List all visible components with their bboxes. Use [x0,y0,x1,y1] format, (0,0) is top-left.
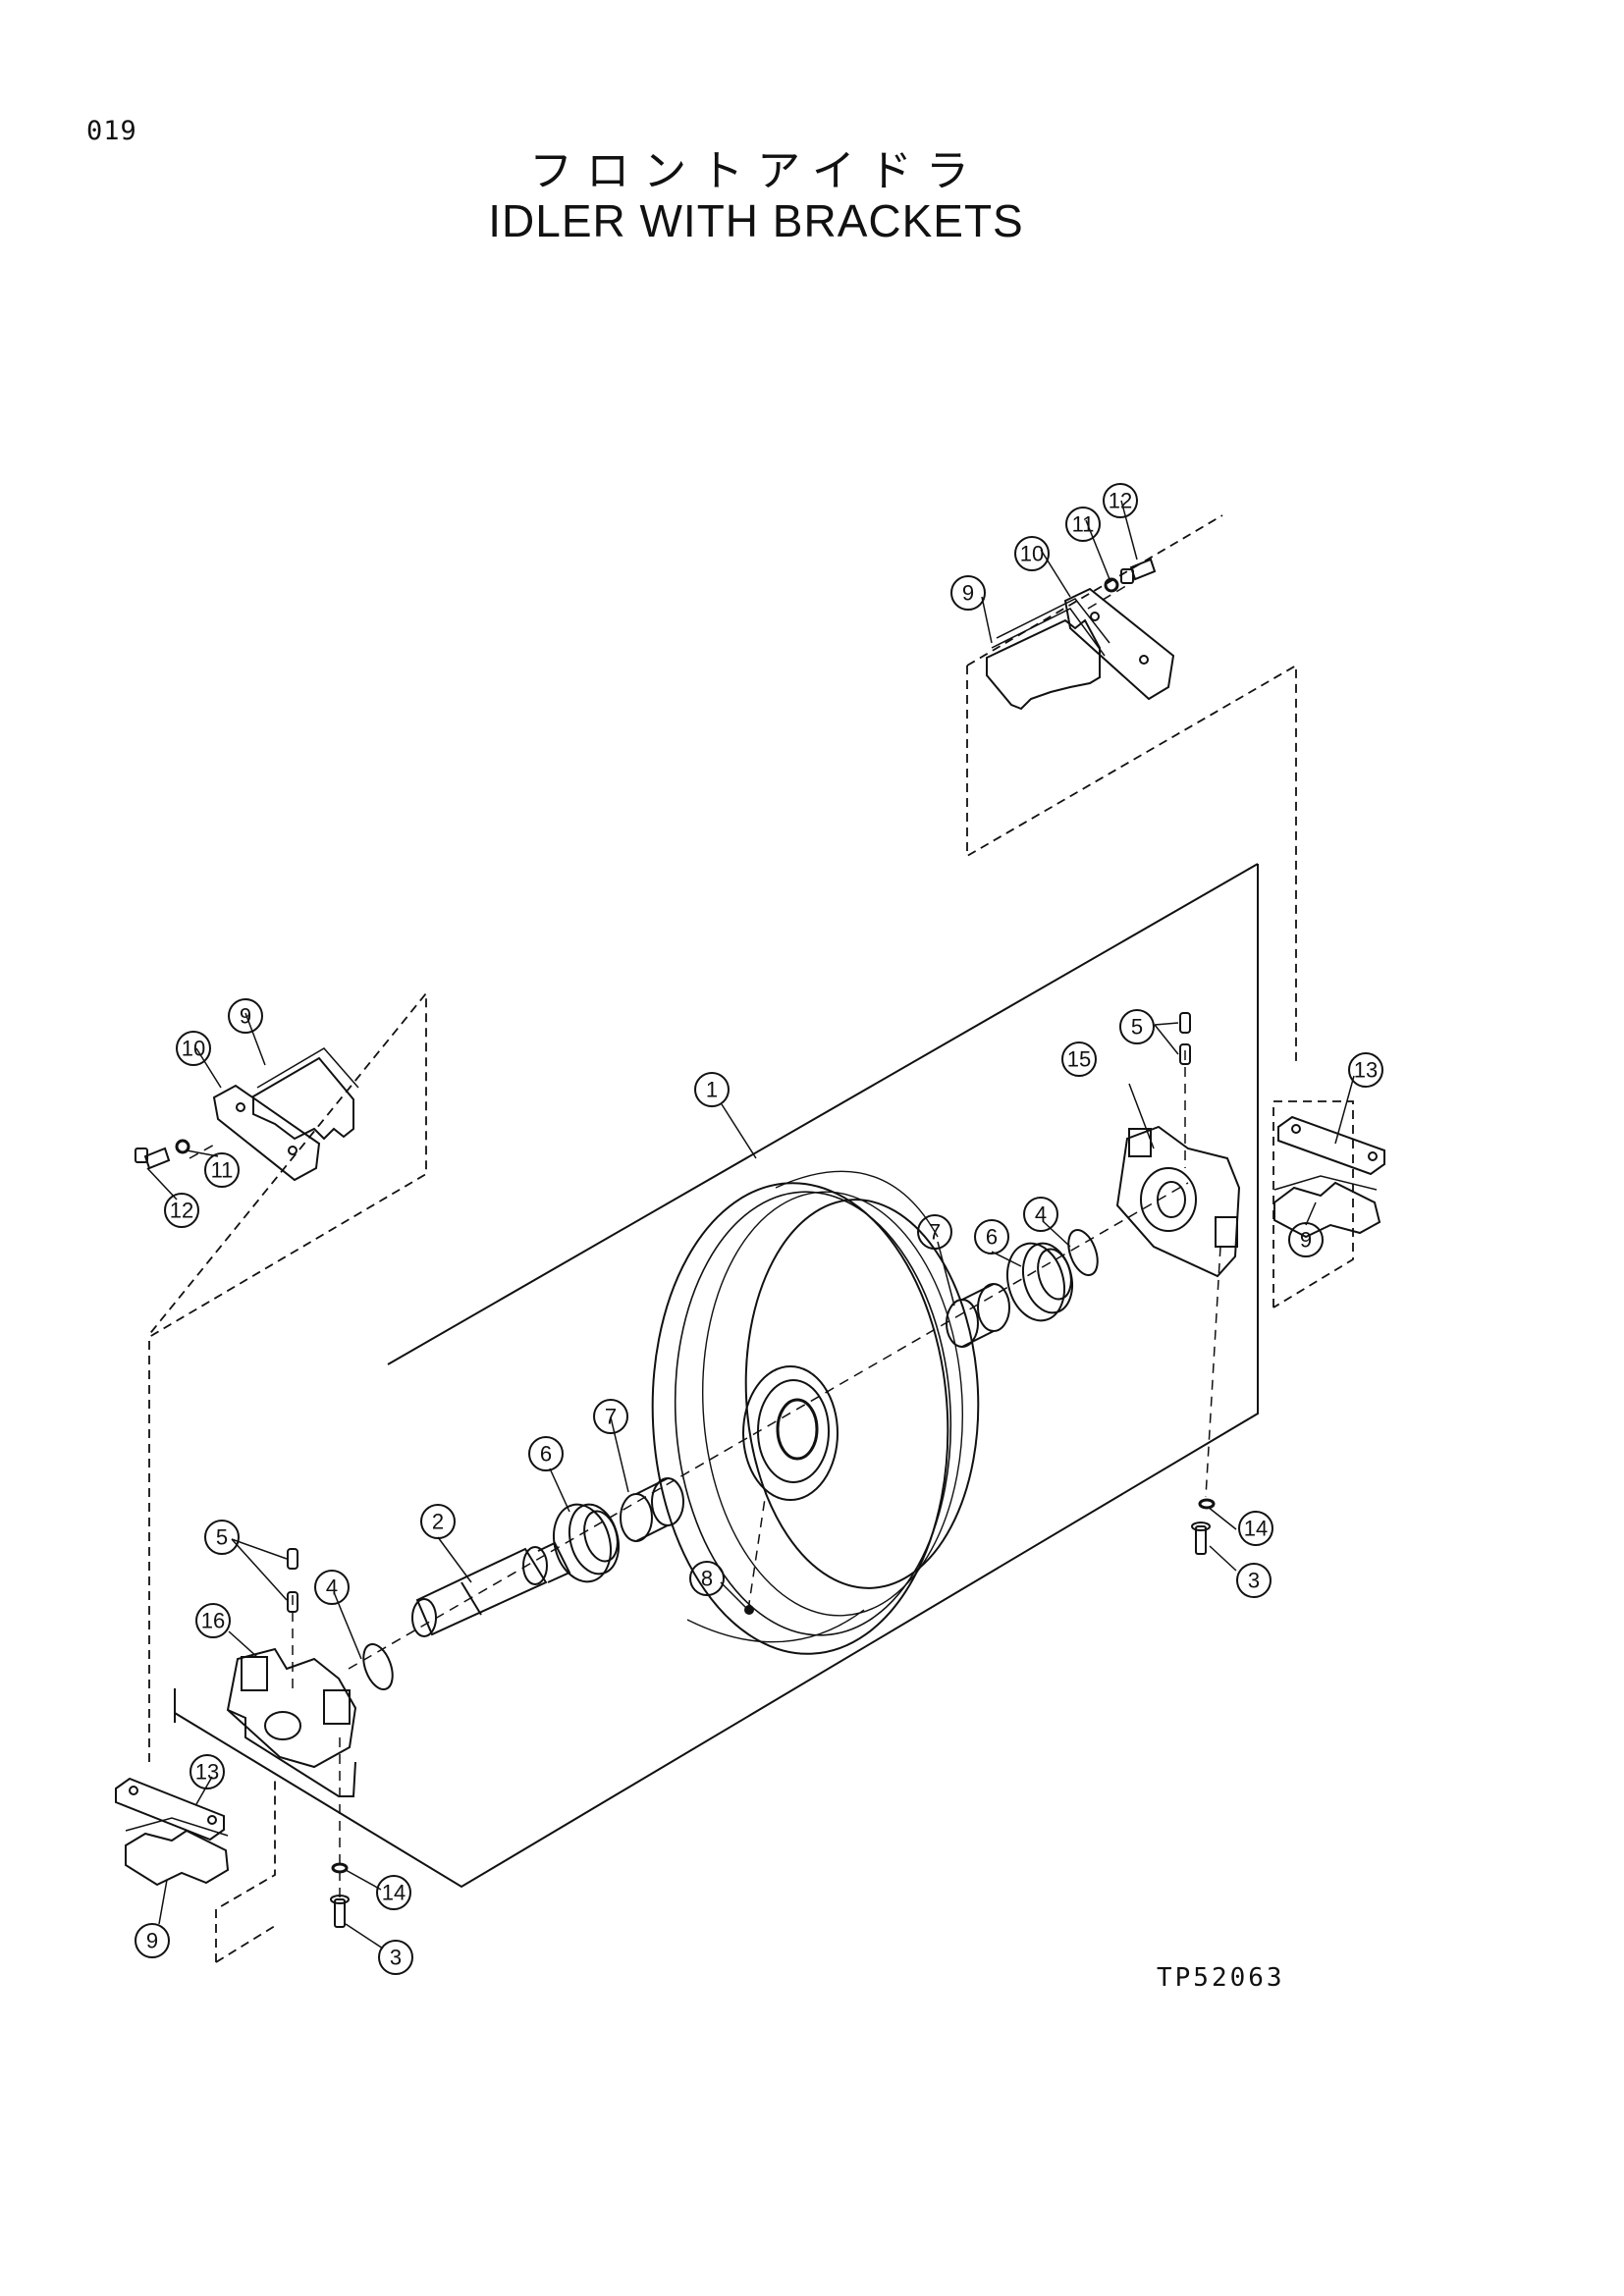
bracket-left [226,1647,357,1797]
callout-number: 3 [1248,1569,1260,1593]
callout-number: 9 [1300,1228,1312,1253]
callout-4-left: 4 [314,1570,350,1605]
callout-number: 3 [390,1946,402,1970]
callout-5-right: 5 [1119,1009,1155,1044]
shaft [411,1541,571,1637]
shims-left-upper [252,1047,359,1141]
callout-number: 7 [605,1405,617,1429]
callout-number: 11 [211,1158,234,1183]
callout-7-right: 7 [917,1214,952,1250]
callout-6-left: 6 [528,1436,564,1471]
callout-number: 5 [1131,1015,1143,1040]
callout-number: 2 [432,1510,444,1534]
page-number: 019 [86,116,137,146]
callout-9-top: 9 [950,575,986,611]
callout-15: 15 [1061,1041,1097,1077]
callout-13-right: 13 [1348,1052,1383,1088]
callout-number: 6 [986,1225,998,1250]
callout-number: 6 [540,1442,552,1467]
callout-11-left: 11 [204,1152,240,1188]
floating-seal-left [553,1503,620,1583]
callout-9-left-lower: 9 [135,1923,170,1958]
callout-number: 13 [195,1760,219,1785]
callout-number: 4 [1035,1202,1047,1227]
dashed-group-lines [146,514,1354,1963]
callout-number: 1 [706,1078,718,1102]
bracket-bar-left [115,1777,225,1842]
bracket-right [1115,1125,1241,1278]
o-ring-right [1067,1229,1099,1276]
bushing-right [946,1283,1010,1348]
callout-number: 12 [1109,489,1132,513]
callout-12-top: 12 [1103,483,1138,518]
pins-left [287,1548,298,1613]
shims-right [1273,1175,1381,1239]
callout-number: 5 [216,1525,228,1550]
callout-2: 2 [420,1504,456,1539]
shims-top [986,598,1110,711]
bracket-bar-right [1277,1115,1385,1176]
callout-9-left-upper: 9 [228,998,263,1034]
bolt-left-upper [135,1147,171,1170]
washer-top [1104,577,1119,593]
plate-top [1063,587,1175,701]
idler-wheel [651,1170,980,1655]
lock-washer-left [331,1862,349,1874]
bolt-top [1120,558,1157,584]
callout-number: 9 [240,1004,251,1029]
callout-4-right: 4 [1023,1197,1058,1232]
page-title-japanese: フロントアイドラ [529,146,983,196]
callout-1: 1 [694,1072,730,1107]
callout-number: 11 [1072,512,1095,537]
plug [744,1605,754,1615]
bushing-left [620,1477,684,1542]
plate-left [212,1084,321,1182]
washer-left-upper [175,1139,190,1154]
callout-number: 13 [1354,1058,1378,1083]
callout-13-left: 13 [189,1754,225,1789]
callout-number: 7 [929,1220,941,1245]
callout-8: 8 [689,1561,725,1596]
callout-12-left: 12 [164,1193,199,1228]
callout-7-left: 7 [593,1399,628,1434]
callout-10-top: 10 [1014,536,1050,571]
callout-11-top: 11 [1065,507,1101,542]
callout-number: 12 [170,1199,193,1223]
callout-number: 10 [182,1037,205,1061]
assembly-outline [174,863,1259,1889]
callout-number: 14 [1244,1517,1268,1541]
o-ring-left [362,1643,394,1690]
callout-leaders [146,500,1355,1949]
callout-number: 16 [201,1609,225,1633]
callout-number: 4 [326,1575,338,1600]
callout-number: 10 [1020,542,1044,566]
callout-16: 16 [195,1603,231,1638]
drawing-code: TP52063 [1157,1963,1285,1993]
page-title: IDLER WITH BRACKETS [488,195,1024,246]
callout-14-left: 14 [376,1875,411,1910]
pins-right [1179,1012,1191,1065]
callout-5-left: 5 [204,1520,240,1555]
bolt-right [1191,1522,1211,1555]
lock-washer-right [1198,1498,1216,1510]
callout-number: 8 [701,1567,713,1591]
callout-3-right: 3 [1236,1563,1272,1598]
bolt-left [330,1895,350,1928]
callout-3-left: 3 [378,1940,413,1975]
shims-left-lower [125,1817,230,1887]
callout-number: 9 [962,581,974,606]
callout-9-right: 9 [1288,1222,1324,1257]
floating-seal-right [1006,1242,1073,1322]
callout-number: 9 [146,1929,158,1953]
callout-6-right: 6 [974,1219,1009,1255]
callout-10-left: 10 [176,1031,211,1066]
callout-number: 14 [382,1881,406,1905]
callout-14-right: 14 [1238,1511,1273,1546]
callout-number: 15 [1067,1047,1091,1072]
